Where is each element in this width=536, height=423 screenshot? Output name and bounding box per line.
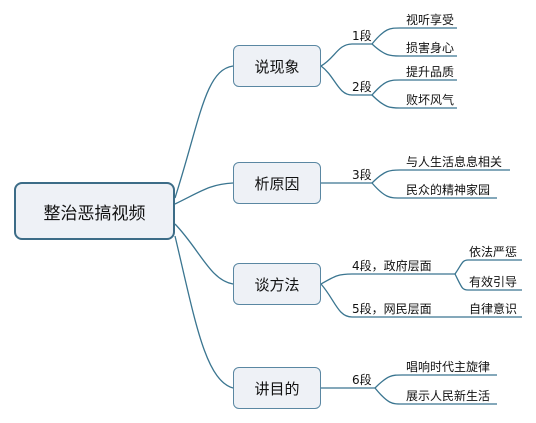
topic-label: 析原因 (254, 174, 300, 193)
root-node: 整治恶搞视频 (14, 182, 175, 240)
leaf-label: 自律意识 (469, 302, 518, 316)
connector-topic3-sub4 (320, 273, 455, 285)
connector-topic1-sub2 (320, 65, 372, 96)
root-label: 整治恶搞视频 (43, 203, 146, 224)
connector-sub6-leaf11 (374, 387, 497, 405)
sub-branch-label: 2段 (352, 80, 372, 94)
leaf-label: 有效引导 (469, 275, 518, 289)
connector-root-topic-2 (174, 182, 234, 205)
topic-node-3: 谈方法 (233, 263, 321, 305)
topic-node-1: 说现象 (233, 45, 321, 87)
leaf-label: 视听享受 (406, 13, 455, 27)
connector-sub4-leaf8 (454, 273, 522, 291)
connector-sub3-leaf5 (371, 169, 510, 184)
topic-node-2: 析原因 (233, 162, 321, 204)
sub-branch-label: 4段，政府层面 (352, 259, 432, 273)
connector-sub3-leaf6 (371, 182, 497, 199)
connector-topic3-sub5 (320, 283, 455, 318)
leaf-label: 民众的精神家园 (406, 183, 491, 197)
connector-root-topic-1 (174, 65, 234, 199)
leaf-label: 败坏风气 (406, 93, 455, 107)
connector-root-topic-4 (174, 235, 234, 389)
sub-branch-label: 1段 (352, 29, 372, 43)
sub-branch-label: 3段 (352, 168, 372, 182)
leaf-label: 唱响时代主旋律 (406, 360, 491, 374)
topic-label: 讲目的 (254, 379, 300, 398)
leaf-label: 与人生活息息相关 (406, 155, 503, 169)
connector-sub1-leaf2 (371, 43, 457, 57)
connector-root-topic-3 (174, 223, 234, 285)
topic-label: 谈方法 (254, 275, 300, 294)
connector-sub6-leaf10 (374, 374, 497, 389)
topic-label: 说现象 (254, 57, 300, 76)
connector-sub2-leaf3 (371, 79, 457, 96)
topic-node-4: 讲目的 (233, 367, 321, 409)
connector-sub2-leaf4 (371, 94, 457, 109)
leaf-label: 展示人民新生活 (406, 389, 491, 403)
leaf-label: 损害身心 (406, 41, 455, 55)
leaf-label: 依法严惩 (469, 245, 518, 259)
sub-branch-label: 5段，网民层面 (352, 302, 432, 316)
connector-sub4-leaf7 (454, 259, 522, 275)
leaf-label: 提升品质 (406, 65, 455, 79)
connector-topic1-sub1 (320, 43, 372, 67)
connector-sub1-leaf1 (371, 27, 457, 45)
sub-branch-label: 6段 (352, 373, 372, 387)
